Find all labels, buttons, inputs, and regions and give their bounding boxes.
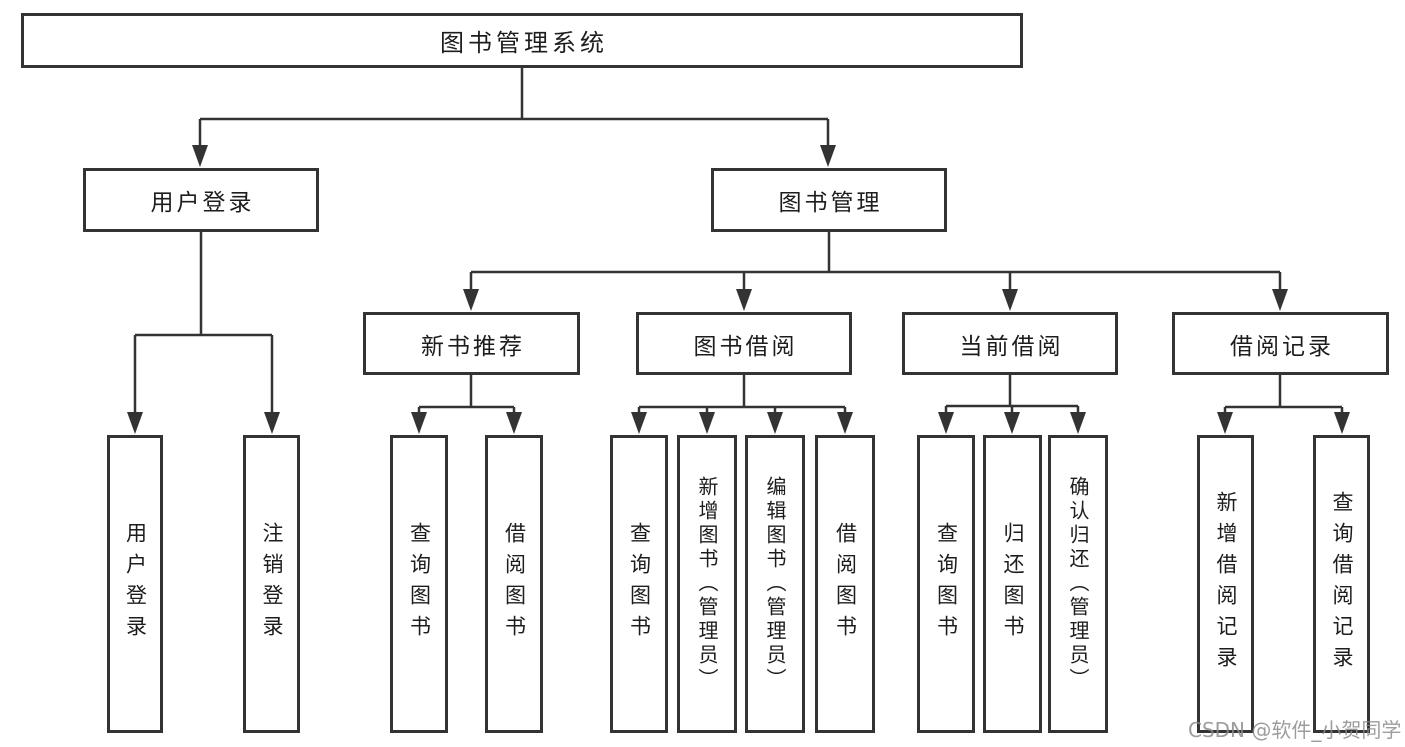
leaf-confirm-return-admin-label: 确认归还（管理员） xyxy=(1066,476,1090,692)
node-book-borrow-label: 图书借阅 xyxy=(693,333,798,360)
connector-new-book-to-leaves xyxy=(417,375,516,415)
arrowheads-book-mgmt-groups xyxy=(463,289,1288,311)
leaf-add-book-admin: 新增图书（管理员） xyxy=(677,435,737,733)
leaf-newbook-borrow-book: 借阅图书 xyxy=(485,435,543,733)
leaf-logout: 注销登录 xyxy=(243,435,300,733)
leaf-query-borrow-record: 查询借阅记录 xyxy=(1313,435,1370,733)
node-current-borrow-label: 当前借阅 xyxy=(959,333,1064,360)
node-new-book-recommend-label: 新书推荐 xyxy=(421,333,525,360)
arrowheads-user-login-leaves xyxy=(127,412,280,434)
leaf-logout-label: 注销登录 xyxy=(260,522,284,646)
leaf-newbook-query-book-label: 查询图书 xyxy=(407,522,432,646)
leaf-current-query-book-label: 查询图书 xyxy=(934,522,959,646)
arrowheads-root-to-level2 xyxy=(192,145,836,167)
connector-book-borrow-to-leaves xyxy=(637,375,847,415)
node-root-label: 图书管理系统 xyxy=(440,29,608,57)
leaf-borrow-query-book: 查询图书 xyxy=(610,435,668,733)
leaf-return-book-label: 归还图书 xyxy=(1001,522,1025,646)
node-borrow-record: 借阅记录 xyxy=(1172,312,1389,375)
arrowheads-new-book-leaves xyxy=(411,412,522,434)
node-book-borrow: 图书借阅 xyxy=(636,312,852,375)
node-borrow-record-label: 借阅记录 xyxy=(1230,333,1334,360)
connector-current-borrow-to-leaves xyxy=(944,375,1080,415)
leaf-confirm-return-admin: 确认归还（管理员） xyxy=(1048,435,1108,733)
leaf-borrow-borrow-book-label: 借阅图书 xyxy=(833,522,858,646)
leaf-return-book: 归还图书 xyxy=(983,435,1042,733)
connector-user-login-to-leaves xyxy=(133,232,274,415)
node-book-management: 图书管理 xyxy=(711,168,947,232)
leaf-add-borrow-record-label: 新增借阅记录 xyxy=(1214,491,1238,677)
leaf-user-login-label: 用户登录 xyxy=(123,522,148,646)
leaf-borrow-borrow-book: 借阅图书 xyxy=(815,435,875,733)
arrowheads-current-borrow-leaves xyxy=(938,412,1086,434)
leaf-edit-book-admin: 编辑图书（管理员） xyxy=(745,435,805,733)
leaf-edit-book-admin-label: 编辑图书（管理员） xyxy=(763,476,787,692)
node-user-login: 用户登录 xyxy=(83,168,319,232)
connector-borrow-record-to-leaves xyxy=(1223,375,1344,415)
leaf-user-login: 用户登录 xyxy=(107,435,163,733)
node-new-book-recommend: 新书推荐 xyxy=(363,312,580,375)
leaf-add-book-admin-label: 新增图书（管理员） xyxy=(695,476,719,692)
leaf-current-query-book: 查询图书 xyxy=(917,435,975,733)
node-book-management-label: 图书管理 xyxy=(778,190,883,216)
connector-book-mgmt-to-groups xyxy=(469,232,1282,293)
watermark: CSDN @软件_小贺同学 xyxy=(1188,718,1402,742)
connector-root-to-level2 xyxy=(198,68,830,150)
node-root: 图书管理系统 xyxy=(21,13,1023,68)
arrowheads-borrow-record-leaves xyxy=(1217,412,1350,434)
node-user-login-label: 用户登录 xyxy=(150,190,255,216)
leaf-add-borrow-record: 新增借阅记录 xyxy=(1197,435,1254,733)
node-current-borrow: 当前借阅 xyxy=(902,312,1118,375)
leaf-newbook-borrow-book-label: 借阅图书 xyxy=(502,522,527,646)
leaf-query-borrow-record-label: 查询借阅记录 xyxy=(1330,491,1354,677)
arrowheads-book-borrow-leaves xyxy=(631,412,853,434)
leaf-newbook-query-book: 查询图书 xyxy=(390,435,448,733)
leaf-borrow-query-book-label: 查询图书 xyxy=(627,522,652,646)
